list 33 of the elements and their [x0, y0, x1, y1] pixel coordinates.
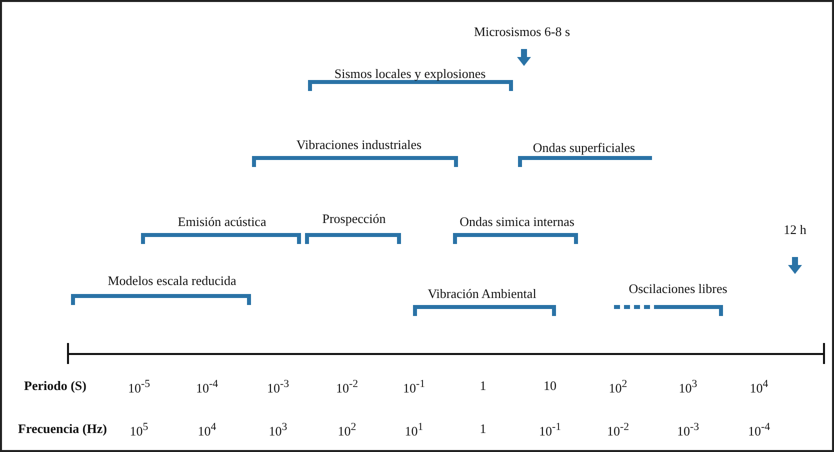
range-label: Vibraciones industriales	[296, 137, 422, 153]
scale-value: 10$^{-2}$	[606, 421, 630, 440]
range-label: Modelos escala reducida	[108, 273, 236, 289]
scale-value: 10$^{-4}$	[748, 421, 770, 440]
scale-value: 10	[544, 378, 556, 394]
period-label: 12 h	[784, 222, 806, 238]
scale-value: 10$^{2}$	[608, 378, 628, 396]
range-label: Sismos locales y explosiones	[334, 66, 486, 82]
scale-value: 10$^{-3}$	[676, 421, 700, 440]
scale-value: 10$^{-1}$	[402, 378, 426, 396]
scale-value: 10$^{-3}$	[266, 378, 290, 396]
scale-value: 10$^{3}$	[268, 421, 288, 440]
range-label: Vibración Ambiental	[428, 286, 536, 302]
range-label: Ondas simica internas	[460, 214, 574, 230]
scale-value: 1	[480, 421, 486, 437]
period-label: Microsismos 6-8 s	[474, 24, 570, 40]
scale-value: 10$^{5}$	[130, 421, 148, 440]
scale-value: 10$^{4}$	[198, 421, 216, 440]
scale-value: 10$^{4}$	[750, 378, 768, 396]
row-heading: Frecuencia (Hz)	[18, 421, 107, 437]
scale-value: 10$^{3}$	[678, 378, 698, 396]
scale-value: 10$^{2}$	[338, 421, 356, 440]
row-heading: Periodo (S)	[24, 378, 86, 394]
range-label: Emisión acústica	[178, 214, 266, 230]
scale-value: 10$^{-1}$	[538, 421, 562, 440]
range-label: Prospección	[322, 211, 386, 227]
range-label: Ondas superficiales	[532, 140, 636, 156]
range-label: Oscilaciones libres	[628, 281, 728, 297]
scale-value: 1	[480, 378, 486, 394]
scale-value: 10$^{1}$	[404, 421, 424, 440]
scale-value: 10$^{-5}$	[128, 378, 150, 396]
scale-value: 10$^{-2}$	[336, 378, 358, 396]
scale-value: 10$^{-4}$	[196, 378, 218, 396]
